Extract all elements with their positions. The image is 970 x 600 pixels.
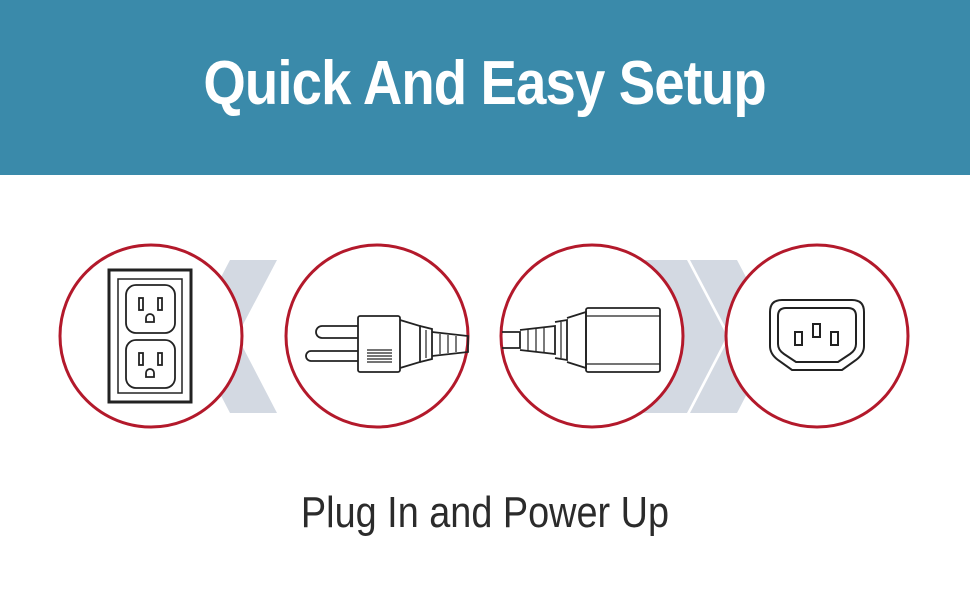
wall-outlet-icon xyxy=(107,268,193,404)
step-circle-outlet xyxy=(58,243,244,429)
step-circle-plug xyxy=(284,243,470,429)
power-plug-icon xyxy=(305,315,469,373)
setup-caption: Plug In and Power Up xyxy=(300,488,670,537)
page-title: Quick And Easy Setup xyxy=(203,49,767,118)
title-banner: Quick And Easy Setup xyxy=(0,0,970,175)
step-circle-connector xyxy=(499,243,685,429)
c13-connector-icon xyxy=(502,307,661,373)
step-circle-inlet xyxy=(724,243,910,429)
c14-inlet-icon xyxy=(769,299,865,371)
chevron-arrows xyxy=(190,260,777,413)
setup-steps xyxy=(0,236,970,436)
